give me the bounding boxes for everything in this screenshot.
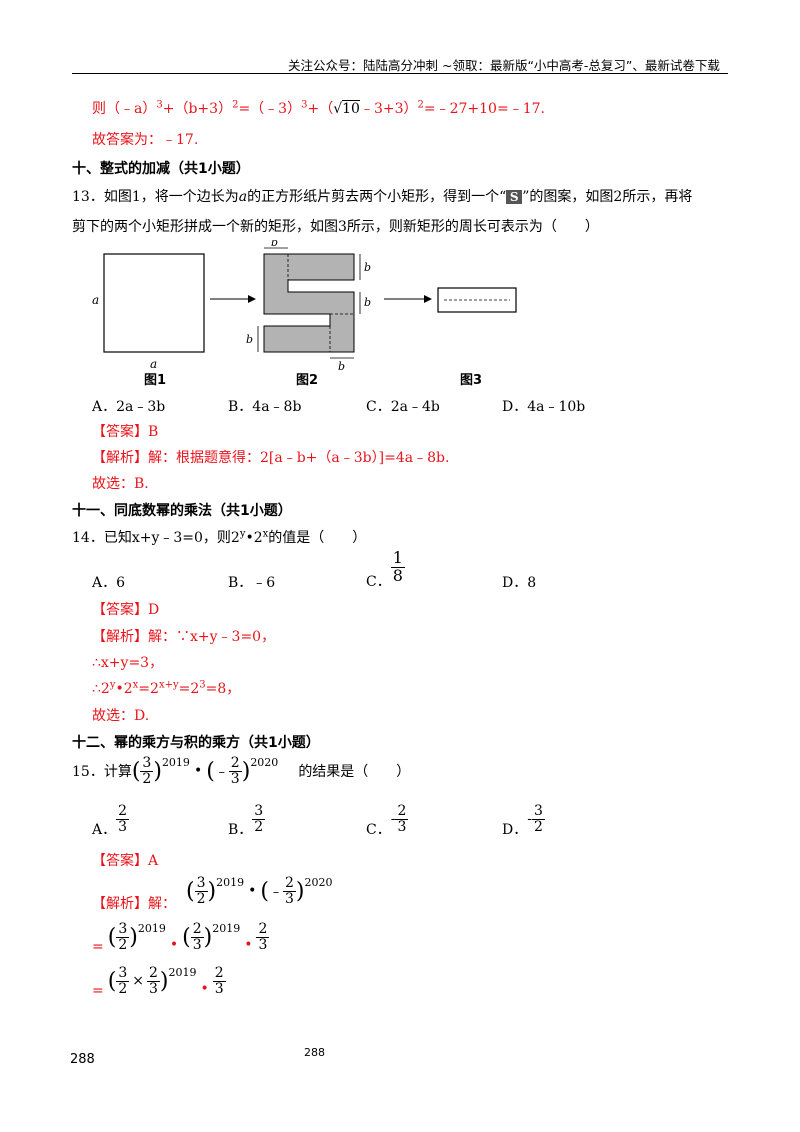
- q13-answer: 【答案】B: [92, 424, 159, 440]
- q14-option-b[interactable]: B．﹣6: [228, 575, 276, 591]
- arrow-2-head: [424, 295, 432, 303]
- fig2-label-b-4: b: [246, 333, 253, 346]
- q13-stem-line2: 剪下的两个小矩形拼成一个新的矩形，如图3所示，则新矩形的周长可表示为（ ）: [72, 219, 599, 235]
- q13-choose: 故选：B.: [92, 476, 149, 492]
- q14-stem: 14．已知x+y﹣3=0，则2y•2x的值是（ ）: [72, 528, 367, 546]
- q14-analysis-3: ∴2y•2x=2x+y=23=8，: [92, 679, 241, 697]
- page-number-left: 288: [70, 1052, 95, 1067]
- header-rule: [72, 73, 728, 74]
- fig3-caption: 图3: [460, 373, 482, 388]
- q14-option-a[interactable]: A．6: [92, 575, 126, 591]
- q14-choose: 故选：D.: [92, 708, 150, 724]
- q13-option-a[interactable]: A．2a﹣3b: [92, 399, 166, 415]
- fig3-rectangle: [437, 287, 517, 313]
- arrow-1-head: [248, 295, 256, 303]
- section-title-12: 十二、幂的乘方与积的乘方（共1小题）: [72, 735, 320, 751]
- fig1-square: [103, 253, 205, 353]
- fig1-label-a-left: a: [92, 293, 99, 307]
- q14-analysis-2: ∴x+y=3，: [92, 655, 164, 671]
- q14-analysis-1: 【解析】解：∵x+y﹣3=0，: [92, 629, 276, 645]
- s-shape-icon: S: [506, 190, 523, 204]
- q13-figures: a a b b b b b 图1 图2 图3: [92, 240, 517, 388]
- q14-answer: 【答案】D: [92, 602, 160, 618]
- q15-answer: 【答案】A: [92, 853, 159, 869]
- q13-analysis: 【解析】解：根据题意得：2[a﹣b+（a﹣3b）]=4a﹣8b.: [92, 450, 450, 466]
- fig2-label-b-5: b: [338, 360, 345, 373]
- sqrt-symbol: √10: [333, 100, 360, 117]
- q13-stem-line1: 13．如图1，将一个边长为a的正方形纸片剪去两个小矩形，得到一个“S”的图案，如…: [72, 189, 693, 205]
- fig1-label-a-bottom: a: [150, 357, 157, 371]
- fig2-label-b-3: b: [364, 296, 371, 309]
- fig2-label-b-2: b: [364, 261, 371, 274]
- fig2-s-shape: [263, 253, 355, 353]
- q13-option-b[interactable]: B．4a﹣8b: [228, 399, 302, 415]
- q13-option-d[interactable]: D．4a﹣10b: [502, 399, 586, 415]
- fig2-caption: 图2: [296, 373, 318, 388]
- q13-option-c[interactable]: C．2a﹣4b: [366, 399, 440, 415]
- prev-answer-line: 故答案为：﹣17.: [92, 132, 199, 148]
- fig1-caption: 图1: [144, 373, 166, 388]
- fig2-label-b-1: b: [271, 240, 278, 249]
- page-header: 关注公众号：陆陆高分冲刺 ~领取：最新版“小中高考-总复习”、最新试卷下载: [288, 58, 720, 73]
- prev-solution-line: 则（﹣a）3+（b+3）2=（﹣3）3+（√10﹣3+3）2=﹣27+10=﹣1…: [92, 99, 545, 117]
- page-number-center: 288: [304, 1046, 325, 1059]
- section-title-11: 十一、同底数幂的乘法（共1小题）: [72, 503, 292, 519]
- section-title-10: 十、整式的加减（共1小题）: [72, 161, 250, 177]
- q14-option-d[interactable]: D．8: [502, 575, 537, 591]
